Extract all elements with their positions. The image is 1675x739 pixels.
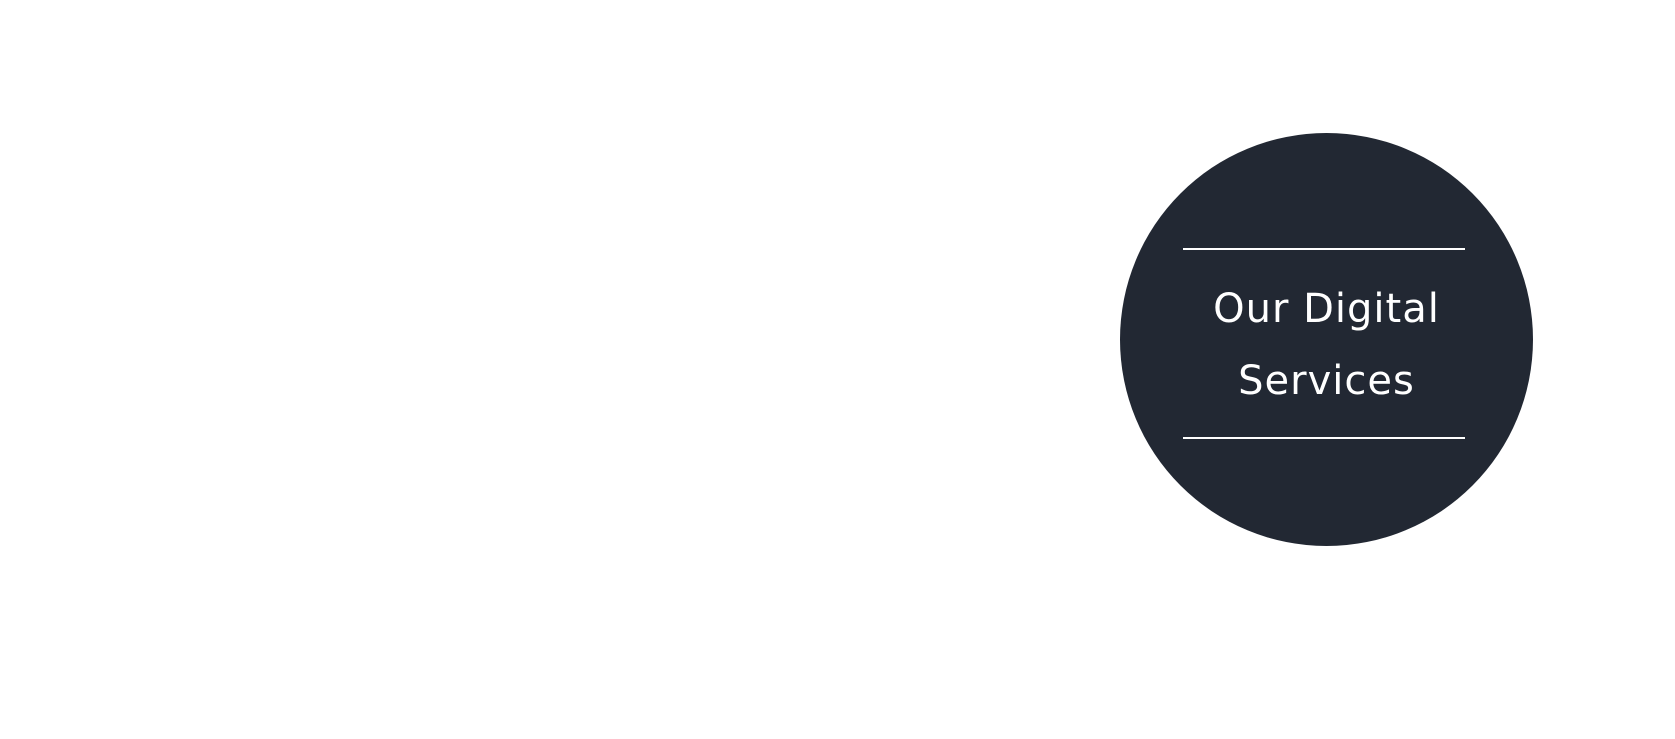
bottom-divider: [1183, 437, 1465, 439]
badge-title: Our Digital Services: [1120, 273, 1533, 417]
badge-title-line-2: Services: [1238, 358, 1415, 404]
top-divider: [1183, 248, 1465, 250]
badge-title-line-1: Our Digital: [1213, 286, 1440, 332]
services-badge: Our Digital Services: [1120, 133, 1533, 546]
